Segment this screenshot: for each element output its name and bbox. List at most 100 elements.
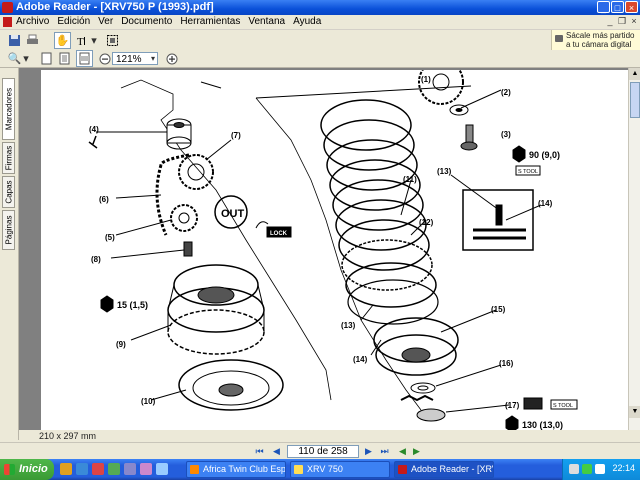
menu-archivo[interactable]: Archivo [16, 16, 50, 27]
callout-label: (13) [341, 321, 356, 330]
zoom-dropdown-icon[interactable]: ▾ [150, 54, 155, 63]
window-title: Adobe Reader - [XRV750 P (1993).pdf] [16, 1, 214, 13]
actual-size-icon[interactable] [38, 50, 55, 67]
special-tool-label: S TOOL [553, 403, 573, 409]
callout-label: (9) [116, 340, 126, 349]
vertical-scrollbar[interactable]: ▲ ▼ [628, 68, 640, 430]
tab-capas-label: Capas [4, 180, 13, 204]
camera-icon [555, 35, 563, 42]
doc-minimize-button[interactable]: _ [607, 16, 613, 26]
callout-label: (2) [501, 88, 511, 97]
callout-label: (6) [99, 195, 109, 204]
callout-label: (14) [353, 355, 368, 364]
callout-label: (16) [499, 359, 514, 368]
scroll-thumb[interactable] [630, 82, 640, 118]
hand-tool-icon[interactable]: ✋ [54, 32, 71, 49]
torque-value: 90 (9,0) [529, 150, 560, 160]
doc-close-button[interactable]: × [631, 16, 637, 26]
snapshot-tool-icon[interactable] [104, 32, 121, 49]
quicklaunch-icon[interactable] [60, 463, 72, 475]
chevron-down-icon[interactable]: ▾ [91, 35, 97, 47]
title-bar: Adobe Reader - [XRV750 P (1993).pdf] _ □… [0, 0, 640, 15]
callout-label: (3) [501, 130, 511, 139]
adobe-reader-icon [398, 465, 407, 474]
zoom-level-field[interactable]: 121% [112, 52, 158, 65]
menu-ver[interactable]: Ver [98, 16, 114, 27]
callout-label: (11) [403, 175, 417, 184]
start-label: Inicio [19, 463, 48, 475]
zoom-out-icon[interactable] [96, 50, 113, 67]
tab-firmas[interactable]: Firmas [2, 142, 15, 174]
callout-label: (4) [89, 125, 99, 134]
pdf-page: (4) (7) (6) (5) (8) (9) (10) (1) (2) (3)… [41, 68, 628, 430]
taskbar-item-adobe-reader[interactable]: Adobe Reader - [XRV... [394, 461, 494, 478]
callout-label: (7) [231, 131, 241, 140]
taskbar-item-africa-twin[interactable]: Africa Twin Club Espa... [186, 461, 286, 478]
print-icon[interactable] [24, 32, 41, 49]
callout-label: (15) [491, 305, 506, 314]
toolbar-view: 🔍 ▾ [0, 50, 640, 68]
save-icon[interactable] [6, 32, 23, 49]
menu-documento[interactable]: Documento [121, 16, 173, 27]
next-view-icon[interactable]: ▶ [413, 446, 420, 456]
scroll-down-icon[interactable]: ▼ [629, 406, 640, 418]
tab-marcadores[interactable]: Marcadores [2, 78, 15, 140]
svg-text:T: T [77, 36, 84, 47]
lock-label: LOCK [270, 231, 288, 237]
document-icon[interactable] [3, 17, 12, 27]
special-tool-label: S TOOL [518, 169, 538, 175]
start-button[interactable]: Inicio [0, 459, 54, 480]
callout-label: (5) [105, 233, 115, 242]
out-label: OUT [221, 208, 245, 220]
clock[interactable]: 22:14 [612, 463, 635, 473]
last-page-icon[interactable]: ⏭ [380, 446, 389, 456]
previous-view-icon[interactable]: ◀ [399, 446, 406, 456]
browser-icon [190, 465, 199, 474]
quicklaunch-icon[interactable] [124, 463, 136, 475]
menu-ayuda[interactable]: Ayuda [293, 16, 322, 27]
quicklaunch-icon[interactable] [108, 463, 120, 475]
tray-icon[interactable] [582, 464, 592, 474]
maximize-button[interactable]: □ [611, 1, 624, 13]
windows-taskbar: Inicio Africa Twin Club Espa... XRV 750 … [0, 459, 640, 480]
fit-width-icon[interactable] [76, 50, 93, 67]
exploded-clutch-diagram: (4) (7) (6) (5) (8) (9) (10) (1) (2) (3)… [88, 68, 578, 430]
page-size-indicator: 210 x 297 mm [19, 430, 139, 442]
quicklaunch-icon[interactable] [140, 463, 152, 475]
document-viewport[interactable]: (4) (7) (6) (5) (8) (9) (10) (1) (2) (3)… [19, 68, 628, 430]
promo-banner[interactable]: Sácale más partido a tu cámara digital [551, 30, 640, 50]
callout-label: (13) [437, 167, 452, 176]
select-text-tool-icon[interactable]: T [74, 32, 91, 49]
tab-capas[interactable]: Capas [2, 176, 15, 208]
zoom-tool-dropdown-icon[interactable]: ▾ [23, 53, 29, 65]
previous-page-icon[interactable]: ◀ [273, 446, 280, 456]
close-button[interactable]: × [625, 1, 638, 13]
menu-bar: Archivo Edición Ver Documento Herramient… [0, 15, 640, 30]
fit-page-icon[interactable] [56, 50, 73, 67]
taskbar-item-xrv750[interactable]: XRV 750 [290, 461, 390, 478]
next-page-icon[interactable]: ▶ [365, 446, 372, 456]
callout-label: (12) [419, 218, 434, 227]
quicklaunch-icon[interactable] [156, 463, 168, 475]
navigation-panel-tabs: Marcadores Firmas Capas Páginas [0, 68, 19, 440]
menu-ventana[interactable]: Ventana [248, 16, 286, 27]
taskbar-item-label: Africa Twin Club Espa... [203, 464, 286, 474]
callout-label: (17) [505, 401, 520, 410]
doc-restore-button[interactable]: ❐ [617, 15, 627, 26]
volume-icon[interactable] [595, 464, 605, 474]
taskbar-item-label: Adobe Reader - [XRV... [411, 464, 493, 474]
zoom-tool-icon[interactable]: 🔍 [7, 53, 22, 65]
quicklaunch-icon[interactable] [76, 463, 88, 475]
callout-label: (14) [538, 199, 553, 208]
tab-paginas[interactable]: Páginas [2, 210, 15, 250]
page-number-field[interactable]: 110 de 258 [287, 445, 359, 458]
menu-edicion[interactable]: Edición [57, 16, 91, 27]
minimize-button[interactable]: _ [597, 1, 610, 13]
tray-icon[interactable] [569, 464, 579, 474]
zoom-in-icon[interactable] [163, 50, 180, 67]
promo-line-1: Sácale más partido [566, 31, 635, 40]
first-page-icon[interactable]: ⏮ [255, 446, 264, 456]
quicklaunch-icon[interactable] [92, 463, 104, 475]
scroll-up-icon[interactable]: ▲ [629, 68, 640, 80]
menu-herramientas[interactable]: Herramientas [180, 16, 241, 27]
